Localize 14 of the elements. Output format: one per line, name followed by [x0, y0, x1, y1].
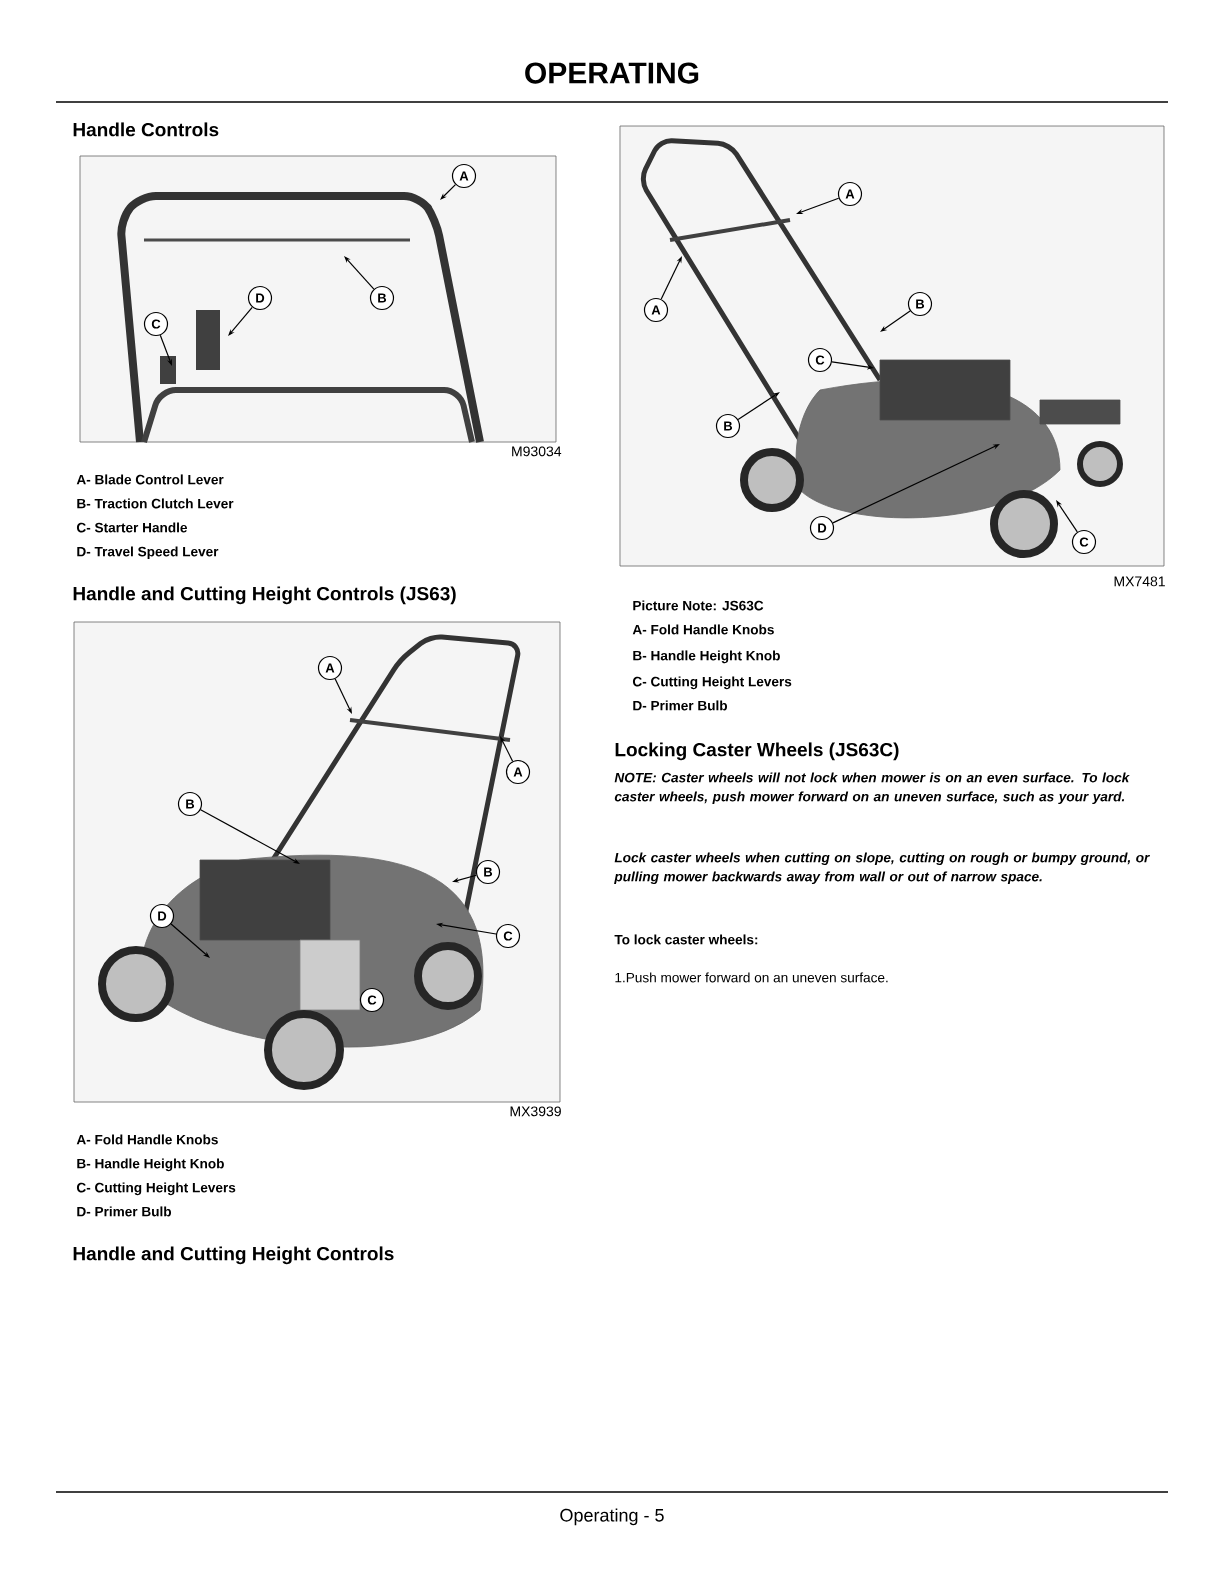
leader-line [200, 809, 300, 864]
leader-line [440, 183, 457, 200]
section-heading: Handle and Cutting Height Controls (JS63) [73, 586, 456, 605]
section-heading: Handle Controls [73, 122, 219, 137]
leader-line [344, 256, 375, 290]
leader-line [737, 392, 780, 420]
leader-line [170, 923, 210, 958]
section-heading: Handle and Cutting Height Controls [73, 1246, 394, 1265]
leader-line [1056, 500, 1078, 533]
leader-line [880, 310, 911, 332]
page-number: Operating - 5 [560, 1508, 664, 1526]
page-title: OPERATING [525, 62, 699, 84]
leader-line [228, 306, 253, 336]
section-heading: Locking Caster Wheels (JS63C) [615, 742, 899, 761]
